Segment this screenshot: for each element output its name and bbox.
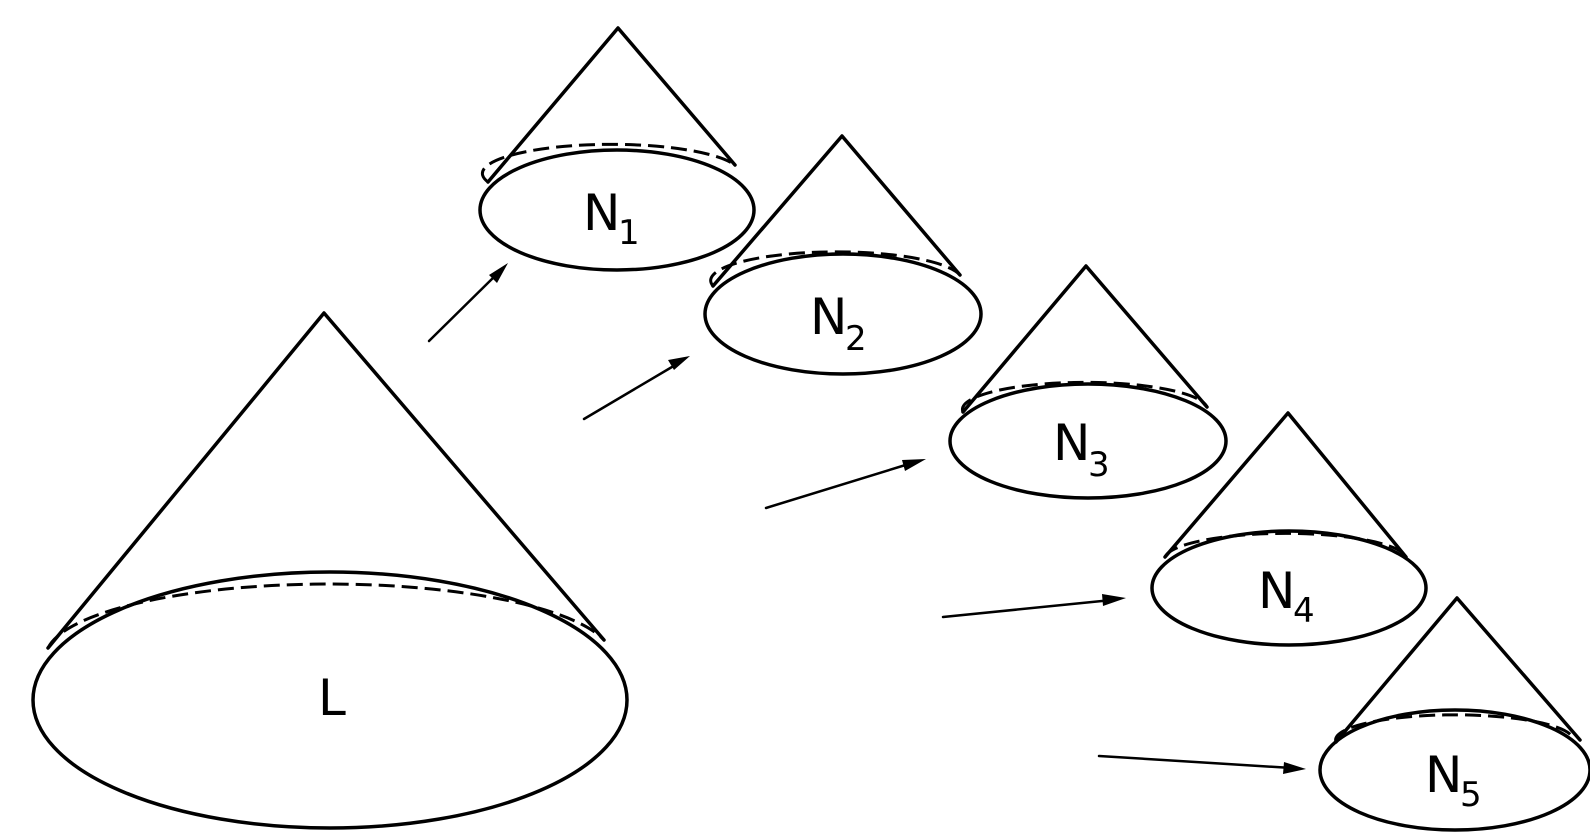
cone-n2-base [703, 252, 983, 376]
arrow-to-n3 [764, 459, 926, 510]
cone-n5-subscript: 5 [1460, 775, 1482, 815]
arrow-to-n4 [941, 594, 1126, 619]
cone-n3-base [948, 382, 1228, 500]
cone-n4-subscript: 4 [1293, 591, 1315, 631]
cone-n3-label: N [1053, 414, 1090, 472]
cone-n1-dashed-back [480, 142, 736, 184]
cone-n1-base [478, 148, 756, 272]
arrow-to-n5 [1097, 754, 1306, 774]
cone-n1: N 1 [478, 26, 756, 272]
cone-l-label: L [318, 669, 346, 727]
cone-n4-label: N [1258, 562, 1295, 620]
cone-l-base [31, 570, 629, 830]
arrow-to-n1 [427, 263, 508, 343]
cone-n2-subscript: 2 [845, 319, 867, 359]
cone-n2-dashed-back [709, 250, 962, 287]
cone-n1-outline [486, 26, 737, 184]
cone-n5-dashed-back [1334, 713, 1575, 743]
cone-n5-outline [1334, 596, 1582, 744]
cone-n1-label: N [583, 184, 620, 242]
cone-n4: N 4 [1150, 411, 1428, 647]
cone-n5-label: N [1425, 746, 1462, 804]
cone-n5: N 5 [1318, 596, 1590, 832]
cone-l: L [31, 311, 629, 830]
cone-n3: N 3 [948, 264, 1228, 500]
cone-n3-outline [961, 264, 1209, 414]
cone-n2: N 2 [703, 134, 983, 376]
cone-n4-dashed-back [1163, 531, 1408, 558]
cone-n1-subscript: 1 [618, 213, 640, 253]
cone-n3-dashed-back [961, 380, 1209, 413]
cone-n4-base [1150, 529, 1428, 647]
cone-n2-label: N [810, 288, 847, 346]
cone-l-outline [46, 311, 606, 650]
cone-n3-subscript: 3 [1088, 445, 1110, 485]
cone-n4-outline [1163, 411, 1408, 559]
arrow-to-n2 [582, 356, 690, 421]
cone-l-dashed-back [46, 582, 606, 649]
cone-n2-outline [711, 134, 962, 288]
cone-n5-base [1318, 708, 1590, 832]
